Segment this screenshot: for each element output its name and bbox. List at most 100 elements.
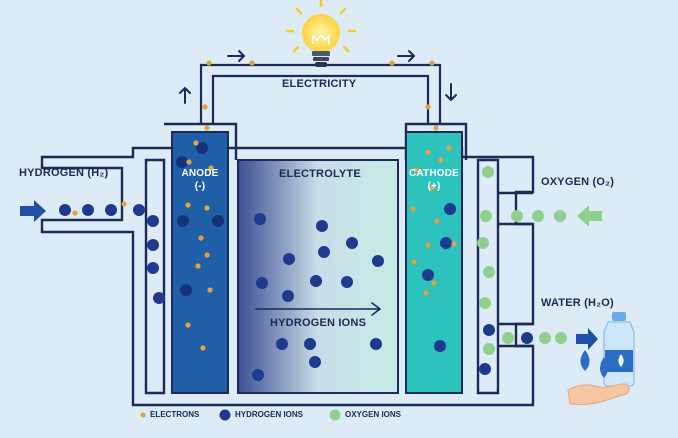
hand-icon [567, 383, 630, 406]
hydrogen-ions-arrow [255, 302, 381, 316]
electron-dot [207, 287, 213, 293]
electron-dot [389, 60, 395, 66]
electron-dot [72, 210, 78, 216]
electron-dot [204, 125, 210, 131]
hydrogen-ion-dot [133, 204, 145, 216]
electron-dot [425, 149, 431, 155]
electron-dot [410, 206, 416, 212]
hydrogen-ion-dot [310, 275, 322, 287]
legend-hydrogen-ions-label: HYDROGEN IONS [235, 410, 304, 419]
electron-dot [202, 104, 208, 110]
electron-dot [200, 345, 206, 351]
legend-electrons-label: ELECTRONS [150, 410, 200, 419]
oxygen-ion-dot [482, 166, 494, 178]
legend-oxygen-ions-label: OXYGEN IONS [345, 410, 402, 419]
hydrogen-ion-dot [372, 255, 384, 267]
hydrogen-ion-dot [440, 237, 452, 249]
hydrogen-ion-dot [316, 220, 328, 232]
current-arrows [179, 50, 457, 104]
electron-dot [204, 252, 210, 258]
oxygen-ion-dot [554, 210, 566, 222]
oxygen-ion-dot [539, 332, 551, 344]
hydrogen-ion-dot [422, 269, 434, 281]
electron-dot [193, 140, 199, 146]
hydrogen-ion-dot [147, 262, 159, 274]
hydrogen-ion-dot [82, 204, 94, 216]
legend-hydrogen-ion-marker [219, 409, 231, 421]
hydrogen-ion-dot [212, 215, 224, 227]
electron-dot [411, 259, 417, 265]
oxygen-ion-dot [555, 332, 567, 344]
hydrogen-ion-dot [309, 356, 321, 368]
hydrogen-ion-dot [341, 276, 353, 288]
electron-dot [429, 60, 435, 66]
water-outlet-arrow [576, 328, 598, 350]
water-bottle-icon [603, 312, 635, 387]
electron-dot [208, 165, 214, 171]
circuit-wire [199, 63, 442, 124]
electron-dot [425, 242, 431, 248]
electron-dot [198, 235, 204, 241]
oxygen-ion-dot [511, 210, 523, 222]
hydrogen-ion-dot [177, 215, 189, 227]
electron-dot [438, 157, 444, 163]
cathode-label: CATHODE [408, 168, 460, 179]
water-outlet-label: WATER (H₂O) [541, 297, 614, 309]
oxygen-ion-dot [532, 210, 544, 222]
hydrogen-ion-dot [147, 239, 159, 251]
hydrogen-ion-dot [180, 284, 192, 296]
electron-dot [206, 60, 212, 66]
electron-dot [433, 125, 439, 131]
electron-dot [429, 185, 435, 191]
hydrogen-ion-dot [318, 246, 330, 258]
oxygen-ion-dot [502, 332, 514, 344]
hydrogen-ion-dot [105, 204, 117, 216]
electricity-label: ELECTRICITY [282, 78, 357, 90]
electron-dot [249, 60, 255, 66]
electron-dot [434, 218, 440, 224]
water-drop-icon [580, 350, 608, 378]
electron-dot [425, 104, 431, 110]
hydrogen-ion-dot [276, 338, 288, 350]
anode-label: ANODE [181, 168, 219, 179]
hydrogen-ion-dot [254, 213, 266, 225]
electron-dot [204, 205, 210, 211]
hydrogen-ion-dot [283, 253, 295, 265]
hydrogen-inlet-label: HYDROGEN (H₂) [19, 167, 109, 179]
electron-dot [186, 159, 192, 165]
electron-dot [185, 322, 191, 328]
hydrogen-ion-dot [434, 340, 446, 352]
electron-dot [121, 201, 127, 207]
legend-oxygen-ion-marker [329, 409, 341, 421]
hydrogen-ion-dot [346, 237, 358, 249]
hydrogen-ion-dot [59, 204, 71, 216]
anode-sign: (-) [194, 181, 206, 192]
legend-electron-marker [140, 412, 146, 418]
hydrogen-ions-label: HYDROGEN IONS [270, 317, 367, 329]
oxygen-ion-dot [483, 343, 495, 355]
oxygen-ion-dot [480, 210, 492, 222]
hydrogen-ion-dot [153, 292, 165, 304]
hydrogen-ion-dot [147, 215, 159, 227]
particles-layer [59, 60, 567, 381]
hydrogen-ion-dot [196, 142, 208, 154]
electron-dot [451, 241, 457, 247]
oxygen-inlet-arrow [577, 205, 602, 227]
hydrogen-ion-dot [479, 363, 491, 375]
electron-dot [413, 167, 419, 173]
hydrogen-ion-dot [282, 290, 294, 302]
oxygen-inlet-label: OXYGEN (O₂) [541, 176, 615, 188]
electron-dot [195, 263, 201, 269]
oxygen-ion-dot [479, 297, 491, 309]
oxygen-ion-dot [477, 237, 489, 249]
electrolyte-label: ELECTROLYTE [279, 168, 361, 180]
electron-dot [446, 145, 452, 151]
hydrogen-ion-dot [370, 338, 382, 350]
hydrogen-ion-dot [304, 338, 316, 350]
hydrogen-ion-dot [483, 324, 495, 336]
cathode-sign: (+) [427, 181, 441, 192]
electron-dot [185, 202, 191, 208]
hydrogen-ion-dot [252, 369, 264, 381]
